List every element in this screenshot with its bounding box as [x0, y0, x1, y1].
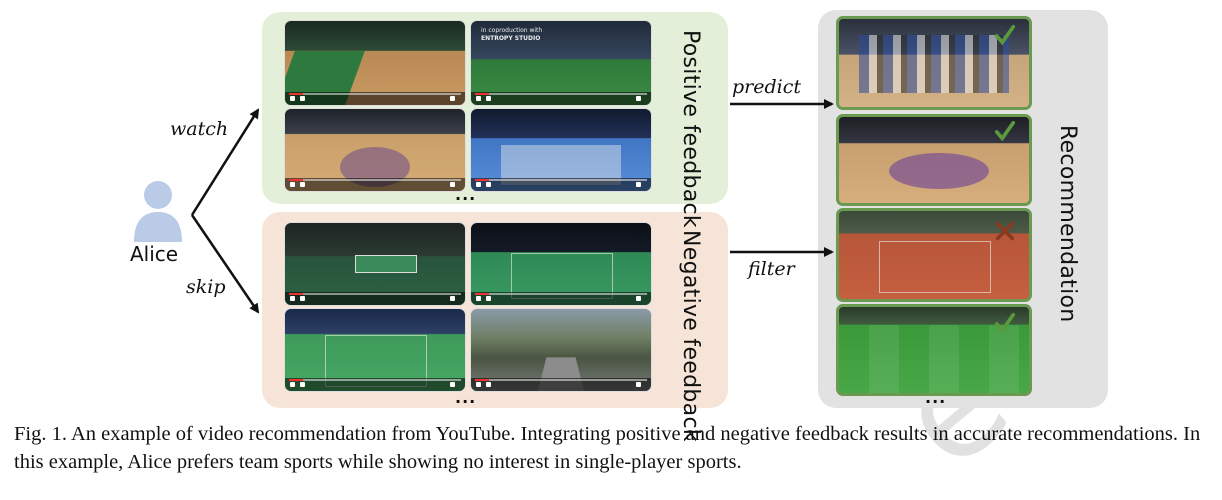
negative-feedback-label: Negative feedback — [678, 230, 703, 442]
positive-thumbnail-volleyball[interactable] — [470, 108, 652, 192]
predict-label: predict — [732, 76, 802, 98]
positive-thumbnail-basketball-2[interactable] — [284, 108, 466, 192]
negative-thumbnail-running[interactable] — [470, 308, 652, 392]
negative-ellipsis: ... — [455, 388, 477, 407]
check-icon-2 — [994, 120, 1016, 142]
recommendation-thumbnail-soccer[interactable] — [836, 304, 1032, 396]
negative-thumbnail-table-tennis[interactable] — [284, 222, 466, 306]
cross-icon — [995, 221, 1015, 241]
check-icon-1 — [994, 24, 1016, 46]
positive-feedback-label: Positive feedback — [678, 30, 703, 228]
positive-thumbnail-basketball-1[interactable] — [284, 20, 466, 106]
flow-arrows — [190, 99, 834, 314]
recommendation-label: Recommendation — [1055, 125, 1080, 323]
positive-ellipsis: ... — [455, 185, 477, 204]
figure-caption: Fig. 1. An example of video recommendati… — [14, 423, 1201, 473]
skip-label: skip — [186, 276, 226, 298]
user-name: Alice — [130, 242, 179, 266]
recommendation-thumbnail-basketball-2[interactable] — [836, 114, 1032, 206]
recommendation-ellipsis: ... — [925, 388, 947, 407]
filter-label: filter — [748, 258, 795, 280]
skip-arrow — [190, 214, 260, 314]
user-avatar-icon — [134, 181, 182, 242]
negative-thumbnail-badminton-1[interactable] — [470, 222, 652, 306]
watch-label: watch — [170, 118, 229, 140]
recommendation-thumbnail-basketball-1[interactable] — [836, 16, 1032, 110]
check-icon-3 — [994, 312, 1016, 334]
negative-thumbnail-badminton-2[interactable] — [284, 308, 466, 392]
watch-arrow — [190, 108, 260, 216]
